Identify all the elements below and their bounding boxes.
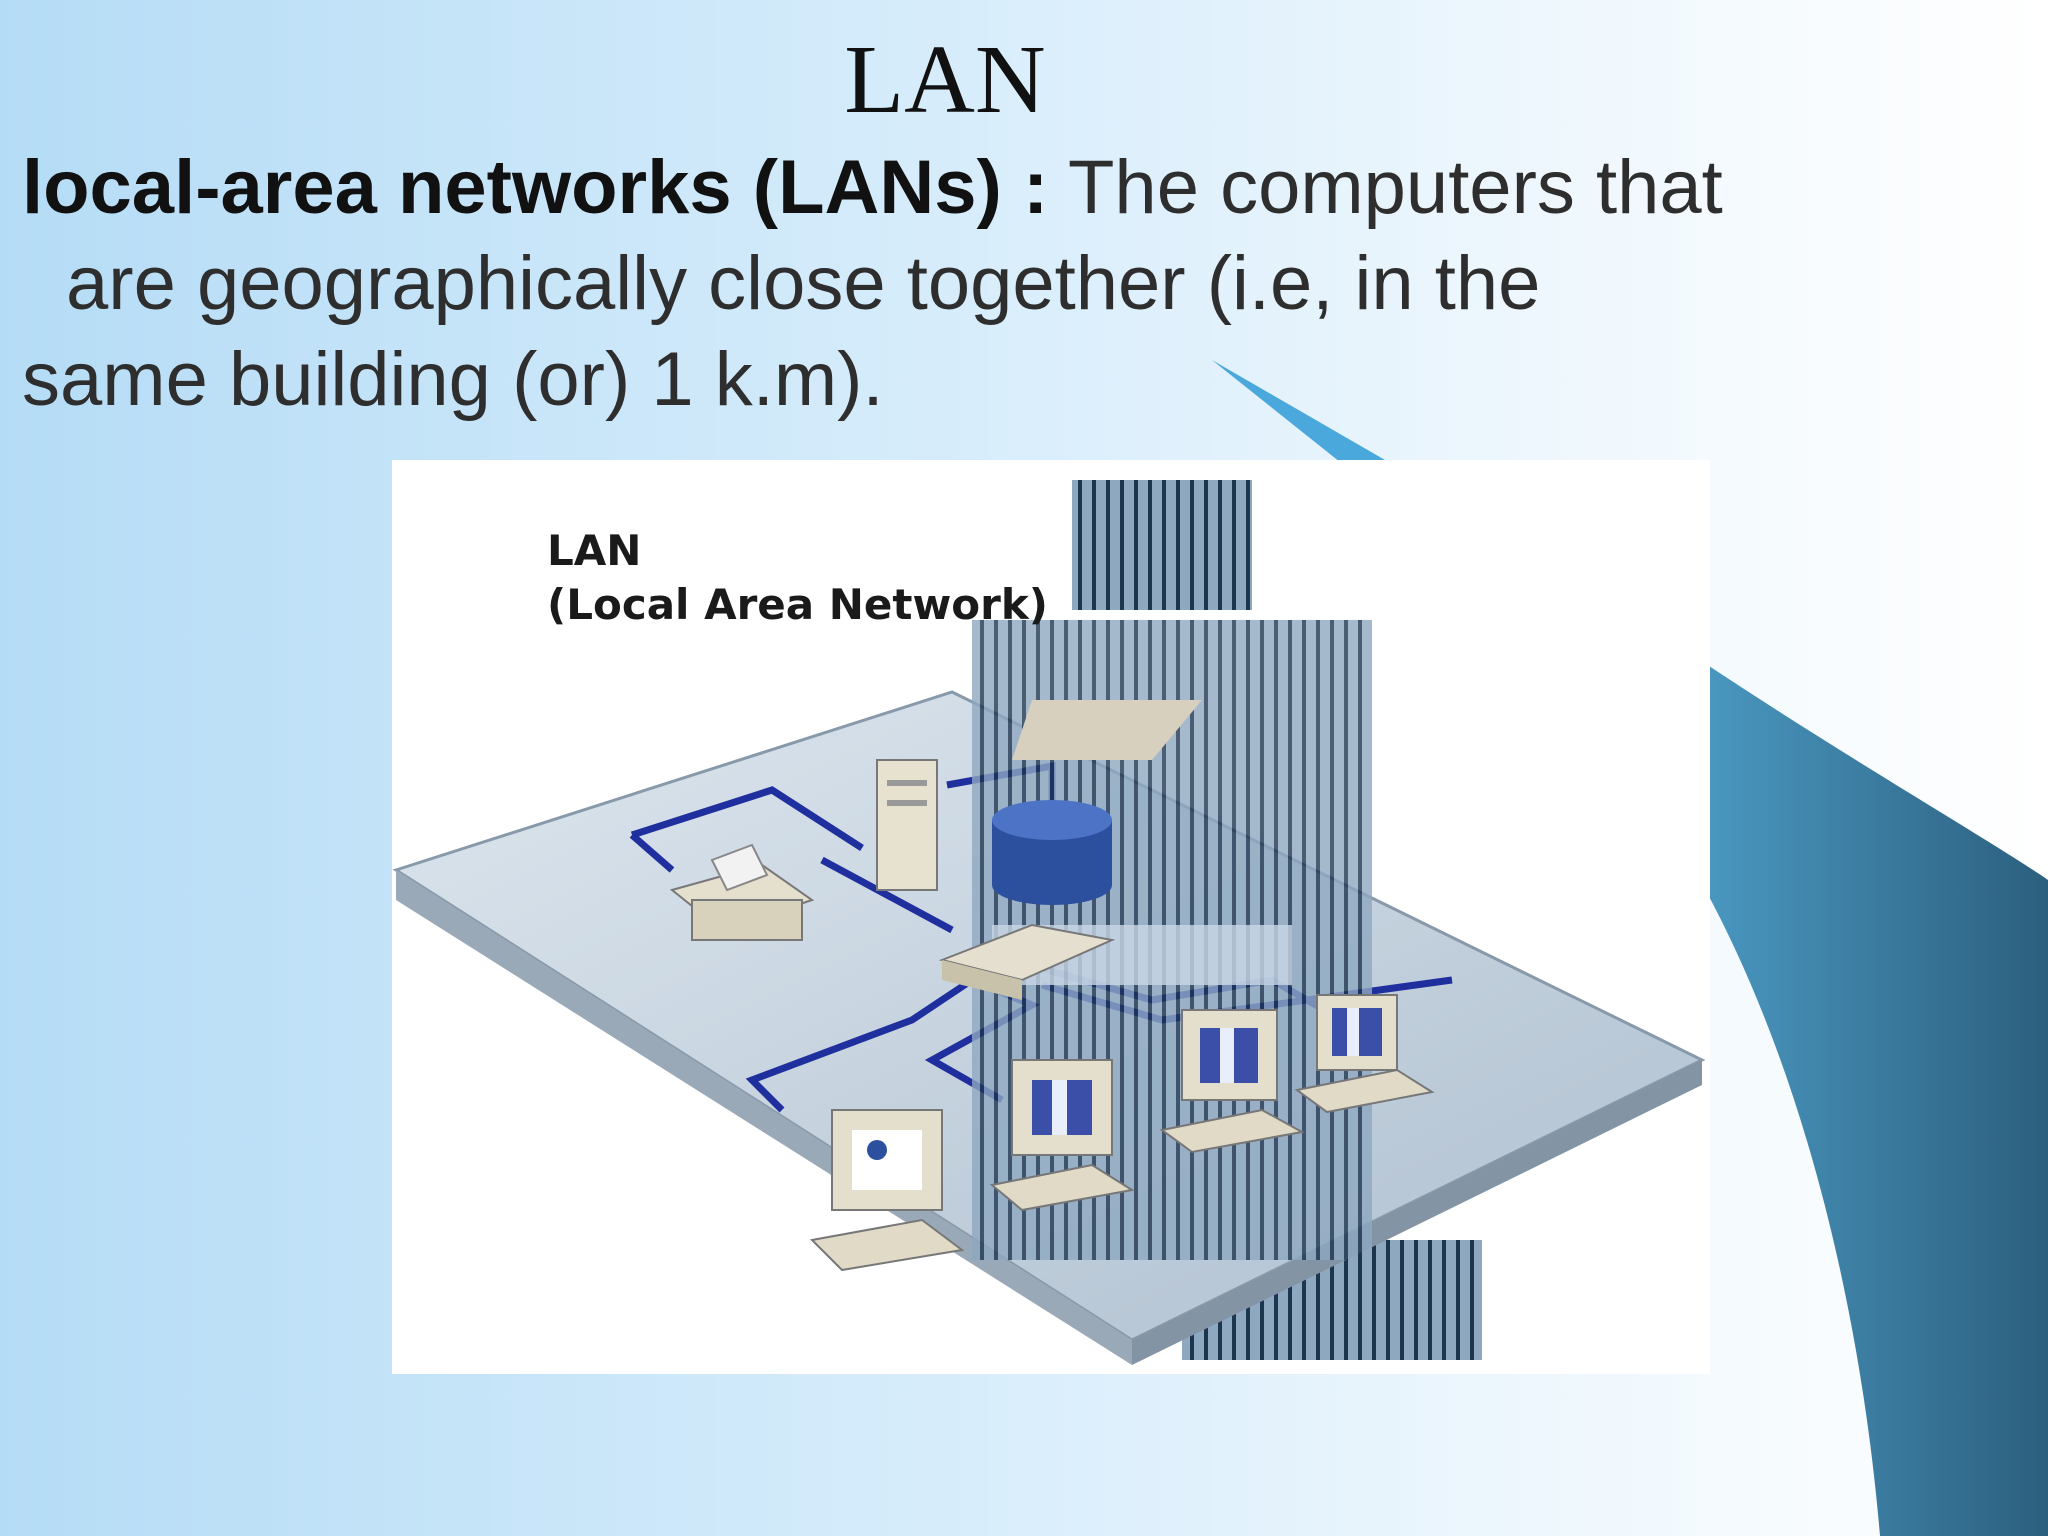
definition-term: local-area networks (LANs) : <box>22 145 1049 230</box>
computer-2 <box>989 1059 1135 1212</box>
computer-1 <box>809 1109 965 1272</box>
accent-swoosh <box>1700 660 2048 1536</box>
computer-4 <box>1294 994 1435 1114</box>
computer-3 <box>1159 1009 1305 1154</box>
floor-platform-edge-right <box>1132 1060 1702 1365</box>
definition-line-2: are geographically close together (i.e, … <box>66 241 1541 326</box>
definition-line-3: same building (or) 1 k.m). <box>22 337 884 422</box>
tower-roof <box>1012 700 1202 760</box>
definition-text: local-area networks (LANs) : The compute… <box>22 140 1862 428</box>
figure-caption-line-2: (Local Area Network) <box>547 580 1048 629</box>
figure-caption-line-1: LAN <box>547 526 642 575</box>
tower-upper <box>1072 480 1252 610</box>
database-icon <box>992 800 1112 905</box>
printer-icon <box>669 843 815 941</box>
figure-caption: LAN (Local Area Network) <box>547 524 1048 632</box>
pointer-triangle <box>1212 360 1385 466</box>
lan-diagram <box>392 480 1706 1365</box>
definition-text-1: The computers that <box>1048 145 1723 230</box>
lan-illustration: LAN (Local Area Network) <box>392 460 1710 1374</box>
server-icon <box>876 759 938 891</box>
hub-icon <box>938 923 1116 1000</box>
definition-line-1: local-area networks (LANs) : The compute… <box>22 140 1862 236</box>
slide-title: LAN <box>844 26 1046 134</box>
